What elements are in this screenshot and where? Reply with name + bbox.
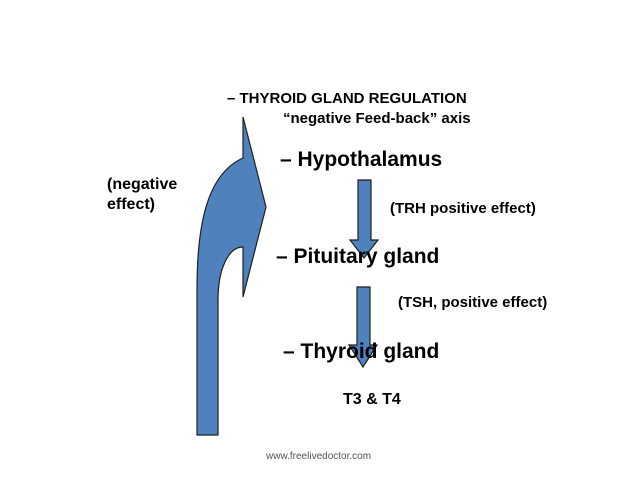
diagram-title: – THYROID GLAND REGULATION <box>227 90 467 107</box>
trh-signal-label: (TRH positive effect) <box>390 200 536 217</box>
level-hypothalamus: – Hypothalamus <box>280 148 443 171</box>
footer-url: www.freelivedoctor.com <box>266 451 372 462</box>
down-arrow-tsh <box>347 286 379 369</box>
negative-effect-label: (negative effect) <box>107 176 178 213</box>
level-pituitary-gland: – Pituitary gland <box>276 245 440 268</box>
hormones-label: T3 & T4 <box>343 391 401 408</box>
tsh-signal-label: (TSH, positive effect) <box>398 294 548 311</box>
level-thyroid-gland: – Thyroid gland <box>283 340 440 363</box>
feedback-curved-arrow <box>196 116 267 436</box>
down-arrow-trh <box>348 179 380 259</box>
diagram-subtitle: “negative Feed-back” axis <box>283 110 471 127</box>
